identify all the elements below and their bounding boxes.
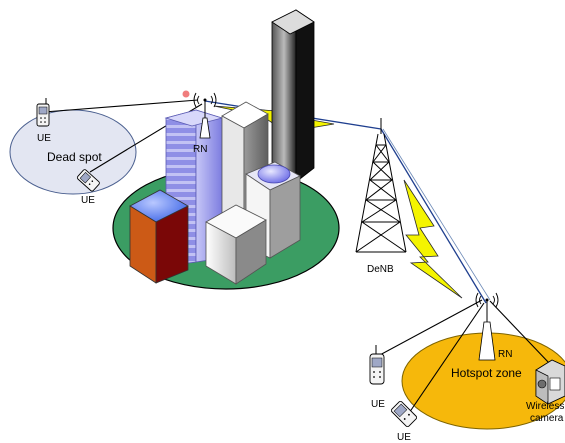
mobile-phone-icon [76,169,100,192]
rn-hotspot-antenna [475,292,499,361]
lightning-link-icon [403,179,463,299]
mobile-phone-icon [369,345,385,385]
dead-spot-label: Dead spot [47,150,102,164]
rn-city-label: RN [193,144,207,155]
city-buildings [129,9,315,285]
rn-city-antenna [182,90,217,139]
rn-hotspot-label: RN [498,349,512,360]
antenna-icon [199,117,211,139]
wireless-camera-label-line2: camera [530,413,564,424]
wireless-camera-icon [535,359,565,405]
ue-top-left-label: UE [37,133,51,144]
mobile-phone-icon [390,400,418,428]
ue-dead-spot-label: UE [81,195,95,206]
mobile-phone-icon [36,98,50,127]
hotspot-zone-label: Hotspot zone [451,366,522,380]
ue-hotspot-bottom-label: UE [397,432,411,443]
antenna-icon [478,321,496,361]
ue-hotspot-left-label: UE [371,399,385,410]
denb-label: DeNB [367,264,394,275]
wireless-camera-label-line1: Wireless [526,401,564,412]
lattice-tower-icon [355,118,407,253]
